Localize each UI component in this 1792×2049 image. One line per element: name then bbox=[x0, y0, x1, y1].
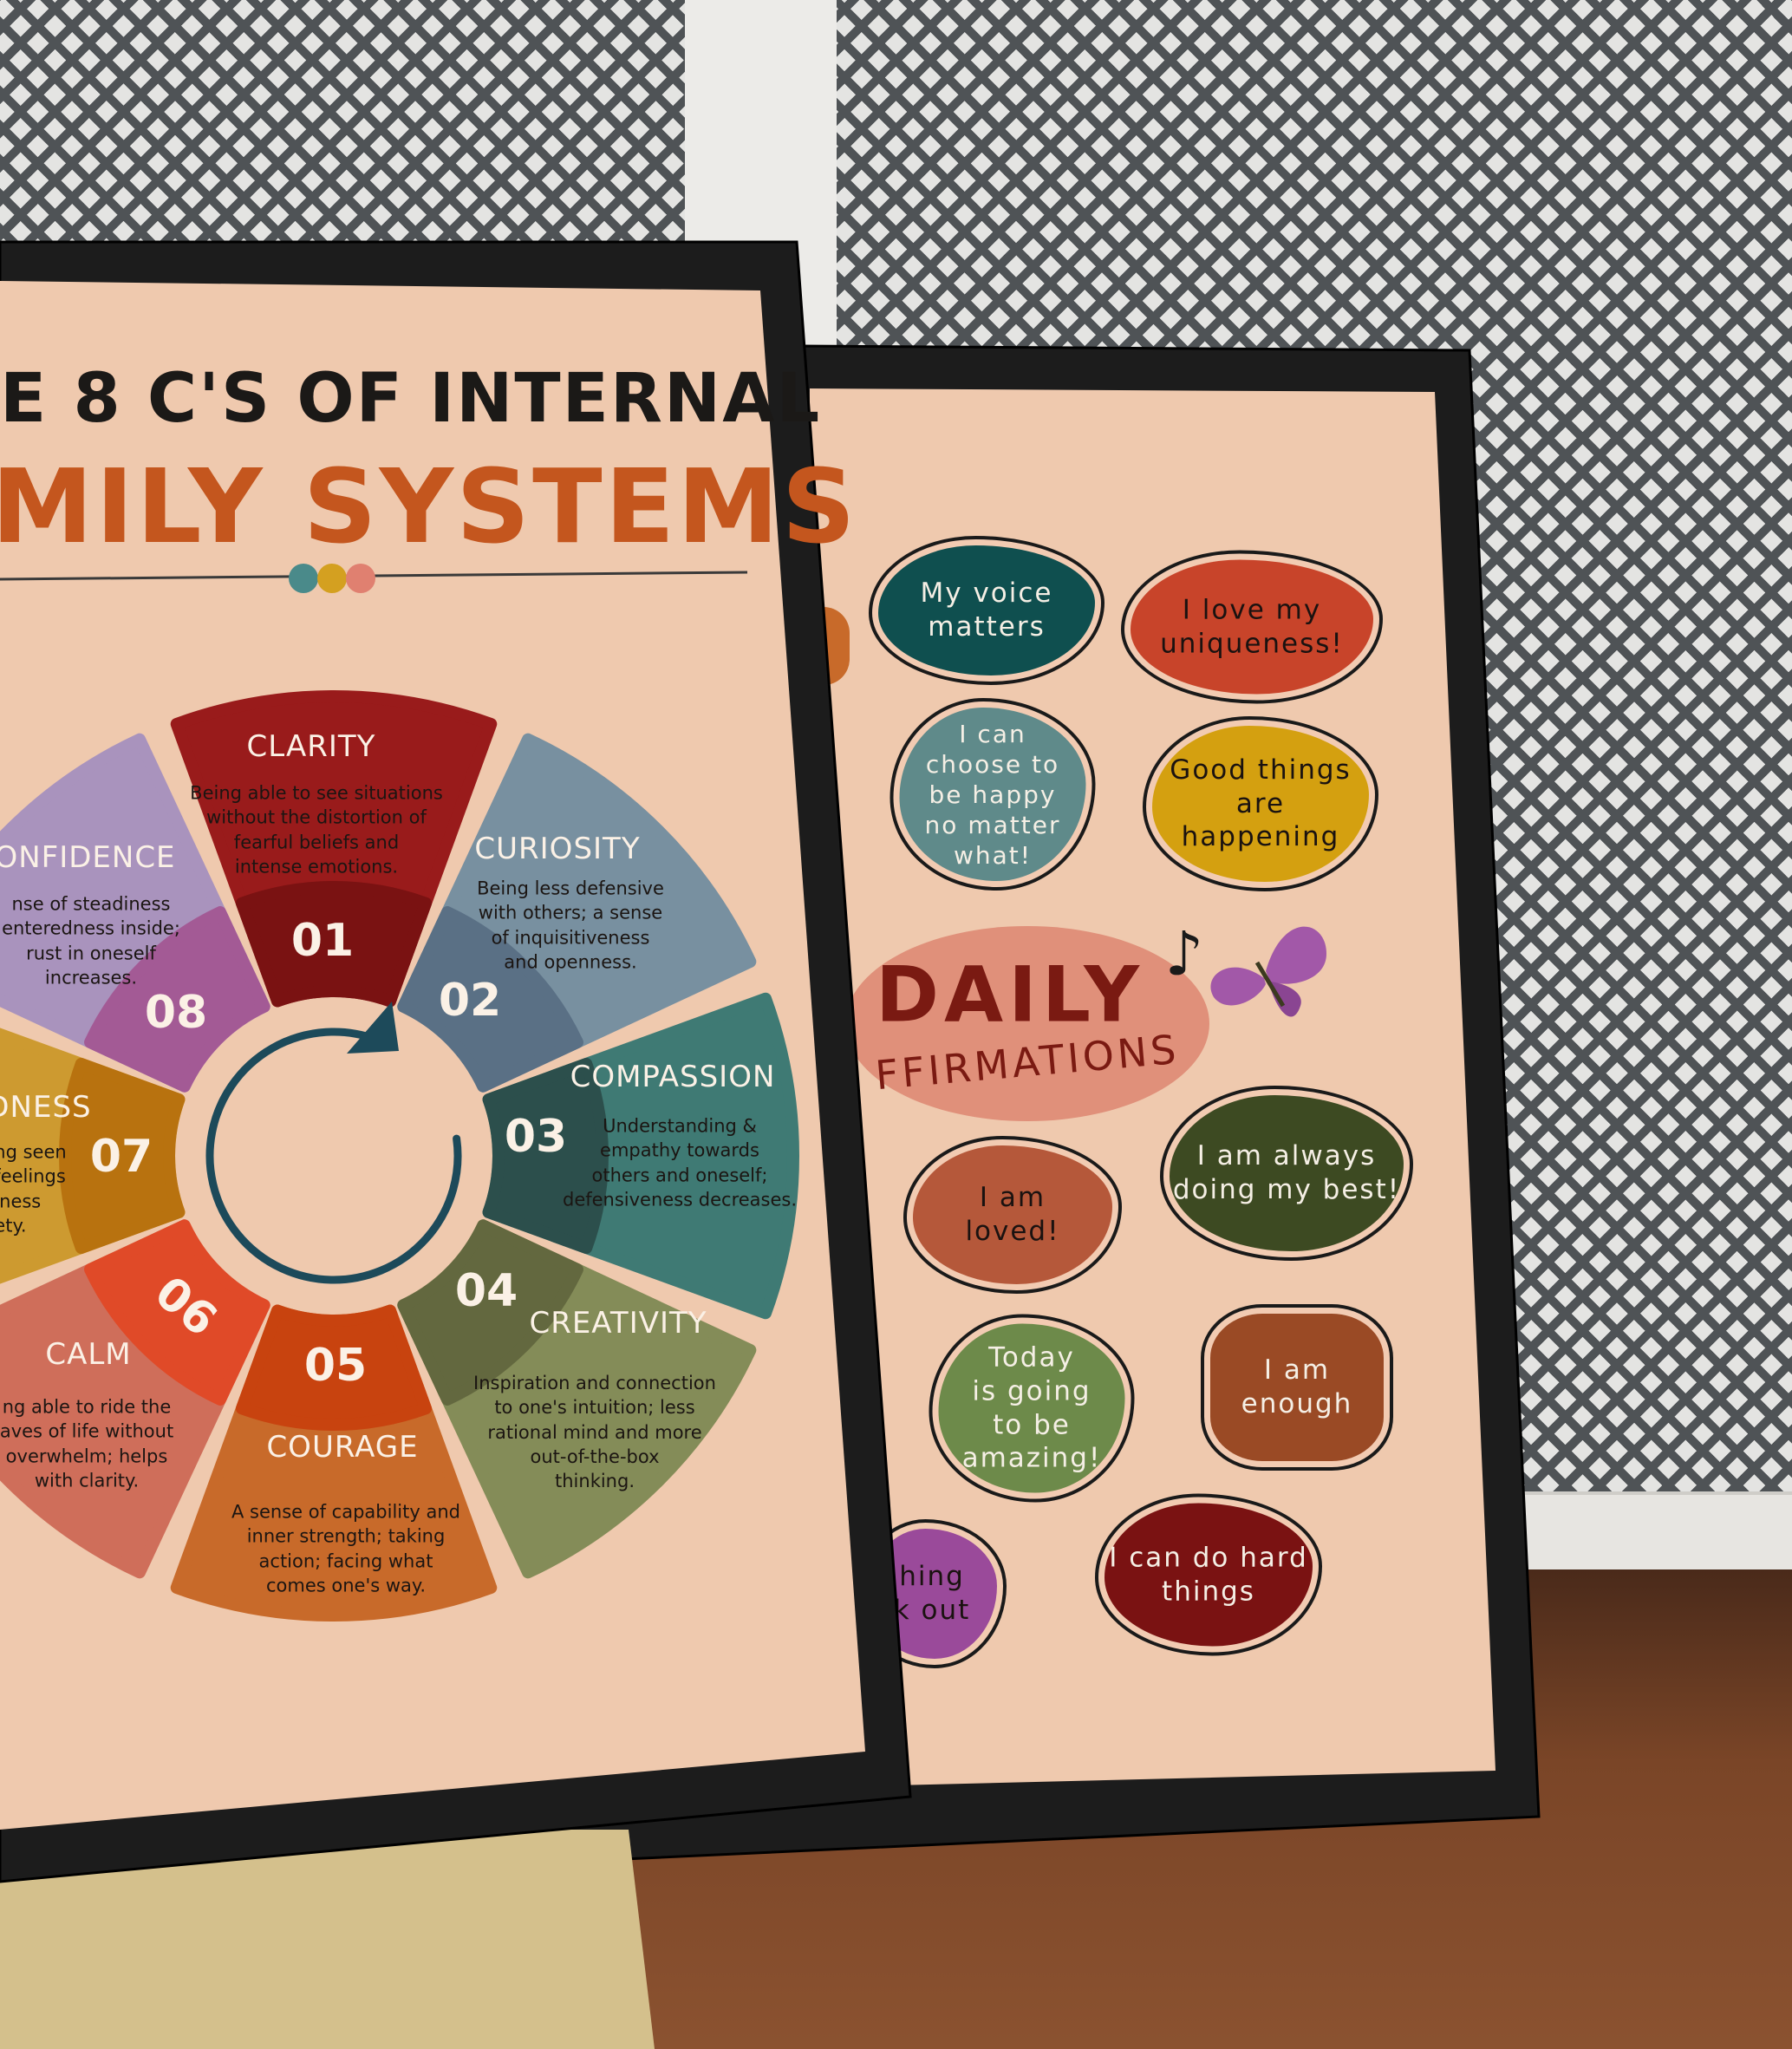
petal-description: Inspiration and connection to one's intu… bbox=[473, 1373, 716, 1492]
petal-number: 04 bbox=[454, 1264, 518, 1317]
poster-title-line1: E 8 C'S OF INTERNAL bbox=[0, 360, 822, 438]
cycle-arrowhead bbox=[347, 1002, 399, 1054]
cycle-arrow bbox=[205, 1028, 462, 1284]
wood-block bbox=[0, 1830, 655, 2049]
petal-number-band bbox=[59, 1057, 186, 1255]
affirmation-bubble: Today is going to be amazing! bbox=[938, 1323, 1125, 1493]
petal-description: Being able to see situations without the… bbox=[190, 782, 443, 878]
affirmation-text: I am always doing my best! bbox=[1172, 1140, 1401, 1205]
affirmation-bubble: I can do hard things bbox=[1105, 1503, 1313, 1647]
petal-title: CREATIVITY bbox=[529, 1306, 707, 1341]
petal-title: CURIOSITY bbox=[474, 832, 641, 867]
affirmation-text: I am loved! bbox=[965, 1182, 1060, 1247]
petal-description: ng able to ride the aves of life without… bbox=[0, 1396, 174, 1491]
petal-title: ONFIDENCE bbox=[0, 840, 176, 876]
affirmation-text: Today is going to be amazing! bbox=[961, 1341, 1102, 1474]
petal-title: COMPASSION bbox=[570, 1060, 776, 1095]
affirmation-bubble: I am enough bbox=[1210, 1314, 1384, 1461]
poster-title-line2: MILY SYSTEMS bbox=[0, 447, 858, 566]
affirmation-text: Good things are happening bbox=[1170, 754, 1352, 853]
affirmation-text: I am enough bbox=[1241, 1354, 1353, 1419]
petal-number-band bbox=[84, 906, 270, 1093]
daily-affirmations-badge bbox=[845, 926, 1209, 1121]
petal-number: 03 bbox=[504, 1110, 568, 1163]
petal-number: 02 bbox=[438, 974, 502, 1027]
petal-title: DNESS bbox=[0, 1090, 92, 1126]
daily-heading: DAILY bbox=[876, 949, 1144, 1040]
affirmation-bubble: I am always doing my best! bbox=[1170, 1095, 1404, 1251]
affirmation-bubble: I love my uniqueness! bbox=[1131, 559, 1373, 695]
petal-description: ng seen feelings lness ety. bbox=[0, 1141, 67, 1237]
petal-description: Being less defensive with others; a sens… bbox=[477, 878, 664, 973]
petal-title: CALM bbox=[45, 1337, 132, 1373]
petal-title: CLARITY bbox=[246, 729, 376, 765]
petal-number-band bbox=[397, 1219, 583, 1406]
butterfly-icon bbox=[1210, 926, 1326, 1017]
affirmation-bubble: Good things are happening bbox=[1152, 726, 1369, 882]
affirmation-text: I can do hard things bbox=[1109, 1542, 1308, 1607]
petal-number: 08 bbox=[144, 986, 208, 1039]
petal-number: 01 bbox=[290, 914, 355, 967]
divider-dot bbox=[346, 564, 375, 593]
affirmation-text: My voice matters bbox=[920, 578, 1053, 643]
petal-number-band bbox=[235, 1304, 433, 1431]
divider-dot bbox=[317, 564, 347, 593]
affirmation-text: I can choose to be happy no matter what! bbox=[924, 719, 1061, 870]
petal-description: A sense of capability and inner strength… bbox=[231, 1501, 460, 1596]
petal-number-band bbox=[482, 1057, 609, 1255]
ifs-wheel bbox=[0, 690, 799, 1622]
petal-title: COURAGE bbox=[266, 1430, 419, 1465]
petal-description: nse of steadiness enteredness inside; ru… bbox=[2, 893, 180, 989]
petal-description: Understanding & empathy towards others a… bbox=[562, 1115, 798, 1210]
petal-number-band bbox=[397, 906, 583, 1093]
petal-number: 05 bbox=[303, 1339, 368, 1392]
petal-number-band bbox=[84, 1219, 270, 1406]
affirmation-text: I love my uniqueness! bbox=[1160, 594, 1344, 659]
music-note-icon: ♪ bbox=[1164, 917, 1204, 989]
divider-dot bbox=[289, 564, 318, 593]
affirmation-bubble: My voice matters bbox=[878, 545, 1095, 675]
petal-number: 07 bbox=[89, 1130, 153, 1183]
petal-number-band bbox=[235, 881, 433, 1008]
affirmation-bubble: I am loved! bbox=[913, 1145, 1112, 1284]
affirmation-bubble: I can choose to be happy no matter what! bbox=[899, 708, 1086, 881]
